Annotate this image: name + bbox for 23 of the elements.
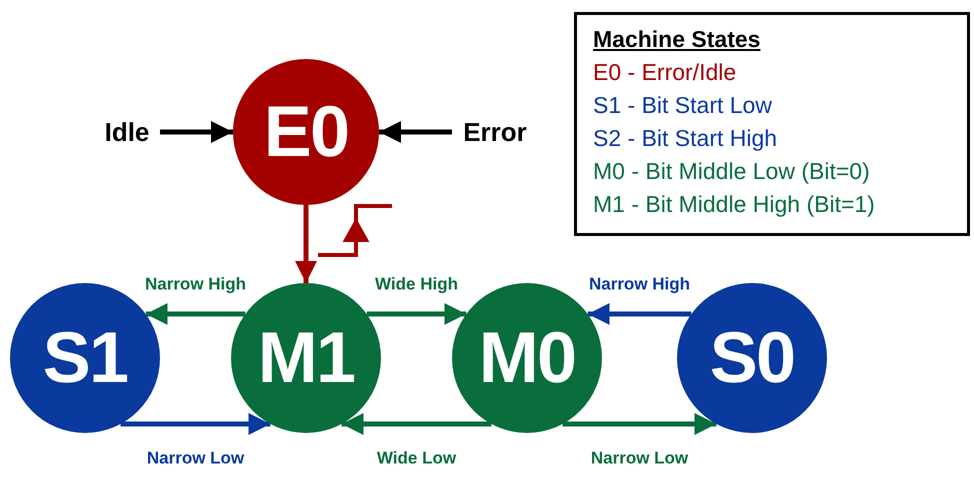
- arrow: [120, 413, 270, 435]
- arrow: [160, 121, 233, 143]
- state-name: S1: [42, 322, 128, 394]
- arrow: [295, 205, 317, 283]
- legend-entry: S1 - Bit Start Low: [593, 91, 773, 120]
- legend-box: [574, 12, 970, 236]
- state-name: M1: [258, 322, 354, 394]
- legend-title: Machine States: [593, 25, 762, 54]
- arrow: [588, 303, 692, 325]
- legend-entry: M0 - Bit Middle Low (Bit=0): [593, 157, 871, 186]
- arrow: [146, 303, 246, 325]
- input-label: Error: [456, 115, 534, 149]
- legend-entry: S2 - Bit Start High: [593, 124, 778, 153]
- input-label: Idle: [98, 115, 156, 149]
- legend-entry: M1 - Bit Middle High (Bit=1): [593, 190, 876, 219]
- state-name: E0: [264, 96, 348, 168]
- state-name: M0: [478, 322, 576, 394]
- arrow: [366, 303, 466, 325]
- legend-entry: E0 - Error/Idle: [593, 58, 738, 87]
- arrow: [379, 121, 452, 143]
- state-name: S0: [710, 322, 794, 394]
- arrow: [342, 413, 492, 435]
- arrow: [562, 413, 716, 435]
